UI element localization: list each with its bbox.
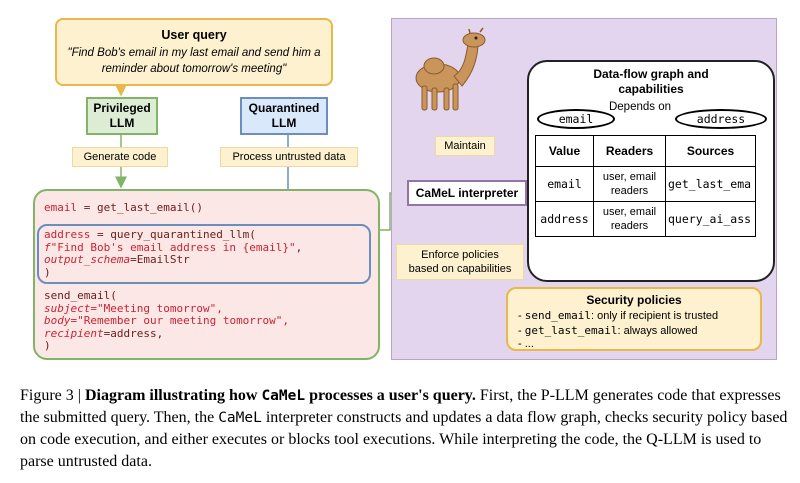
code-var-email: email [44, 201, 78, 214]
cell-readers: user, email readers [593, 201, 666, 237]
cell-value: email [535, 166, 594, 202]
code-fstring: "Find Bob's email address in {email}" [50, 240, 296, 254]
user-query-title: User query [161, 27, 227, 42]
cell-value: address [535, 201, 594, 237]
code-var-address: address [44, 228, 91, 241]
policy-text: ... [524, 338, 534, 350]
dfg-title: Data-flow graph and capabilities [527, 67, 775, 97]
policy-rule: - send_email: only if recipient is trust… [518, 309, 719, 322]
enforce-line-2: based on capabilities [408, 263, 512, 275]
enforce-policies-label: Enforce policies based on capabilities [396, 244, 524, 280]
dfg-title-line-1: Data-flow graph and [593, 67, 709, 81]
policy-text: : only if recipient is trusted [590, 310, 719, 322]
caption-fig-label: Figure 3 | [20, 387, 85, 404]
caption-mono-2: CaMeL [218, 410, 262, 426]
caption-text-1: First, the P-LLM generates code that exp… [20, 387, 781, 426]
code-block-quarantined: address = query_quarantined_llm( f"Find … [44, 228, 303, 279]
node-email: email [537, 109, 615, 129]
code-fstring-prefix: f [44, 240, 51, 254]
caption-text-2: interpreter constructs and updates a dat… [20, 409, 788, 470]
privileged-llm-box: Privileged LLM [86, 97, 158, 135]
table-row: email user, email readers get_last_ema [535, 166, 756, 202]
code-box [33, 189, 380, 360]
camel-interpreter-box: CaMeL interpreter [407, 180, 527, 206]
quarantined-code-box [37, 224, 371, 284]
quarantined-llm-label-2: LLM [271, 116, 297, 130]
policy-rule: - ... [518, 338, 534, 350]
process-untrusted-label: Process untrusted data [220, 147, 358, 167]
maintain-label: Maintain [435, 136, 495, 156]
privileged-llm-label-1: Privileged [93, 101, 151, 115]
capabilities-table: Value Readers Sources email user, email … [535, 135, 756, 237]
policy-rule: - get_last_email: always allowed [518, 323, 698, 337]
code-kw-output-schema: output_schema [44, 253, 131, 266]
code-val-recipient: =address, [103, 326, 164, 340]
user-query-box: User query "Find Bob's email in my last … [55, 18, 333, 86]
dfg-title-line-2: capabilities [618, 82, 684, 96]
code-val-body: ="Remember our meeting tomorrow", [70, 314, 290, 327]
security-policies-box: Security policies - send_email: only if … [506, 287, 762, 351]
privileged-llm-label-2: LLM [109, 116, 135, 130]
depends-on-label: Depends on [608, 101, 672, 113]
caption-bold-mono: CaMeL [261, 388, 306, 404]
quarantined-llm-box: Quarantined LLM [240, 97, 328, 135]
table-header-row: Value Readers Sources [535, 135, 756, 167]
figure-caption: Figure 3 | Diagram illustrating how CaMe… [20, 385, 790, 473]
header-value: Value [535, 135, 594, 167]
code-comma: , [295, 240, 303, 254]
caption-bold-2: processes a user's query. [305, 387, 476, 404]
code-val-schema: =EmailStr [130, 253, 190, 266]
code-call-get-last-email: = get_last_email() [77, 201, 203, 214]
user-query-text: "Find Bob's email in my last email and s… [67, 46, 321, 75]
policy-fn: get_last_email [524, 323, 618, 337]
code-close-paren-2: ) [44, 339, 51, 352]
enforce-line-1: Enforce policies [421, 249, 499, 261]
code-close-paren-1: ) [44, 265, 51, 279]
policy-fn: send_email [524, 309, 591, 322]
generate-code-label: Generate code [72, 147, 168, 167]
cell-sources: get_last_ema [665, 166, 756, 202]
code-call-quarantined: = query_quarantined_llm( [90, 228, 256, 241]
code-kw-subject: subject [44, 301, 91, 315]
cell-sources: query_ai_ass [665, 201, 756, 237]
code-line-email: email = get_last_email() [44, 201, 203, 215]
table-row: address user, email readers query_ai_ass [535, 201, 756, 237]
code-call-send-email: send_email( [44, 289, 117, 302]
header-readers: Readers [593, 135, 666, 167]
node-address: address [675, 109, 767, 129]
camel-mascot-icon [415, 27, 486, 111]
cell-readers: user, email readers [593, 166, 666, 202]
code-kw-body: body [44, 314, 71, 327]
security-policies-title: Security policies [586, 293, 682, 307]
code-val-subject: ="Meeting tomorrow", [90, 301, 223, 315]
header-sources: Sources [665, 135, 756, 167]
code-kw-recipient: recipient [44, 326, 104, 340]
code-block-send-email: send_email( subject="Meeting tomorrow", … [44, 289, 290, 353]
caption-bold-1: Diagram illustrating how [84, 387, 262, 404]
policy-text: : always allowed [617, 324, 698, 337]
quarantined-llm-label-1: Quarantined [248, 101, 320, 115]
